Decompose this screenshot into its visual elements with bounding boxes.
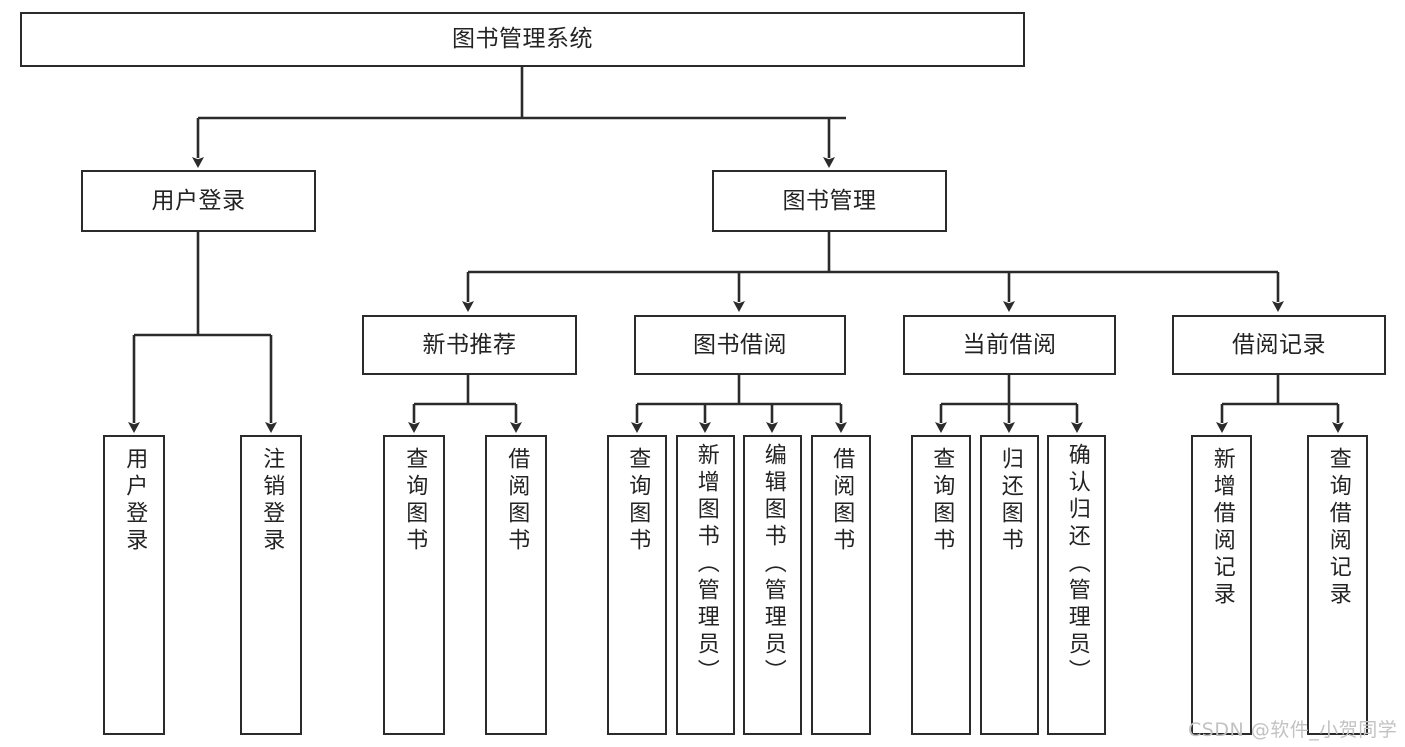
node-label: 图书管理: [782, 187, 877, 214]
node-label: 查询图书: [625, 447, 651, 555]
node-label: 新书推荐: [422, 331, 517, 358]
csdn-watermark: CSDN @软件_小贺同学: [1188, 719, 1398, 741]
node-label: 图书借阅: [693, 331, 787, 358]
leaf-current-confirm-return-admin[interactable]: 确认归还（管理员）: [1047, 435, 1106, 735]
leaf-current-return-book[interactable]: 归还图书: [980, 435, 1039, 735]
node-label: 用户登录: [122, 447, 148, 555]
leaf-borrow-borrow-book[interactable]: 借阅图书: [811, 435, 871, 735]
node-label: 新增借阅记录: [1209, 447, 1235, 609]
node-label: 用户登录: [151, 187, 246, 214]
leaf-user-login-signout[interactable]: 注销登录: [240, 435, 302, 735]
node-label: 编辑图书（管理员）: [760, 443, 786, 686]
node-label: 新增图书（管理员）: [693, 443, 719, 686]
node-label: 借阅记录: [1232, 331, 1326, 358]
node-label: 借阅图书: [829, 447, 855, 555]
node-new-book-recommend[interactable]: 新书推荐: [362, 315, 577, 375]
leaf-current-query-book[interactable]: 查询图书: [911, 435, 971, 735]
node-borrow-records[interactable]: 借阅记录: [1172, 315, 1386, 375]
leaf-borrow-query-book[interactable]: 查询图书: [607, 435, 667, 735]
leaf-records-add-record[interactable]: 新增借阅记录: [1191, 435, 1252, 735]
node-current-borrow[interactable]: 当前借阅: [903, 315, 1116, 375]
node-label: 当前借阅: [962, 331, 1057, 358]
node-user-login[interactable]: 用户登录: [81, 170, 316, 232]
leaf-records-query-record[interactable]: 查询借阅记录: [1307, 435, 1368, 735]
node-label: 查询借阅记录: [1325, 447, 1351, 609]
node-label: 查询图书: [402, 447, 428, 555]
node-book-management[interactable]: 图书管理: [712, 170, 947, 232]
node-label: 图书管理系统: [452, 26, 593, 53]
node-label: 注销登录: [259, 447, 285, 555]
node-book-borrow[interactable]: 图书借阅: [634, 315, 846, 375]
node-label: 查询图书: [929, 447, 955, 555]
node-label: 归还图书: [997, 447, 1023, 555]
leaf-borrow-edit-book-admin[interactable]: 编辑图书（管理员）: [743, 435, 802, 735]
leaf-user-login-signin[interactable]: 用户登录: [103, 435, 165, 735]
node-label: 确认归还（管理员）: [1064, 443, 1090, 686]
node-label: 借阅图书: [504, 447, 530, 555]
leaf-new-book-borrow[interactable]: 借阅图书: [485, 435, 547, 735]
node-book-management-system[interactable]: 图书管理系统: [20, 12, 1025, 67]
leaf-borrow-add-book-admin[interactable]: 新增图书（管理员）: [676, 435, 735, 735]
leaf-new-book-query[interactable]: 查询图书: [383, 435, 445, 735]
